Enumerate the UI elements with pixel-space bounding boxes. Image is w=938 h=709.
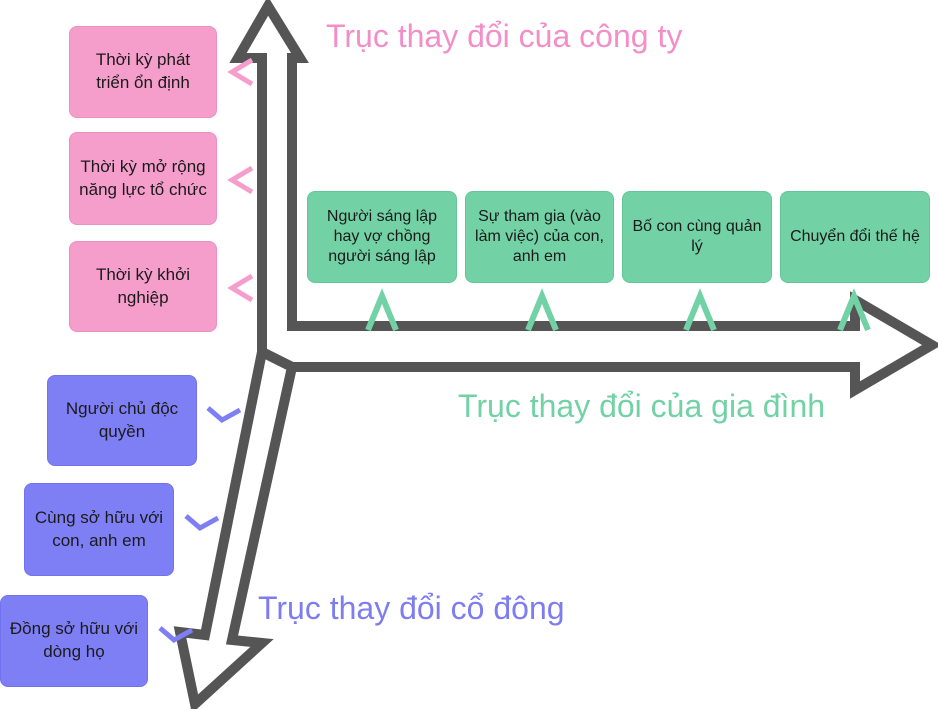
company-chevron: [227, 57, 254, 87]
company-stage-box: Thời kỳ khởi nghiệp: [69, 241, 217, 332]
company-chevron: [227, 165, 254, 195]
owner-stage-box: Cùng sở hữu với con, anh em: [24, 483, 174, 576]
family-stage-box: Chuyển đổi thế hệ: [780, 191, 930, 283]
owner-chevron: [158, 626, 194, 644]
company-stage-box: Thời kỳ mở rộng năng lực tổ chức: [69, 132, 217, 225]
family-stage-box: Sự tham gia (vào làm việc) của con, anh …: [465, 191, 614, 283]
owner-chevron: [206, 406, 242, 424]
owner-stage-box: Người chủ độc quyền: [47, 375, 197, 466]
company-axis-arrow: [229, 0, 938, 399]
company-axis-label: Trục thay đổi của công ty: [326, 18, 683, 54]
family-chevron: [837, 288, 871, 332]
owner-stage-box: Đồng sở hữu với dòng họ: [0, 595, 148, 687]
family-stage-box: Người sáng lập hay vợ chồng người sáng l…: [307, 191, 457, 283]
owner-axis-label: Trục thay đổi cổ đông: [258, 590, 565, 626]
company-chevron: [227, 273, 254, 303]
company-stage-box: Thời kỳ phát triển ổn định: [69, 26, 217, 118]
owner-axis-arrow: [173, 344, 298, 709]
family-chevron: [683, 288, 717, 332]
family-stage-box: Bố con cùng quản lý: [622, 191, 772, 283]
owner-chevron: [184, 514, 220, 532]
family-chevron: [365, 288, 399, 332]
family-axis-label: Trục thay đổi của gia đình: [458, 388, 826, 424]
family-chevron: [525, 288, 559, 332]
